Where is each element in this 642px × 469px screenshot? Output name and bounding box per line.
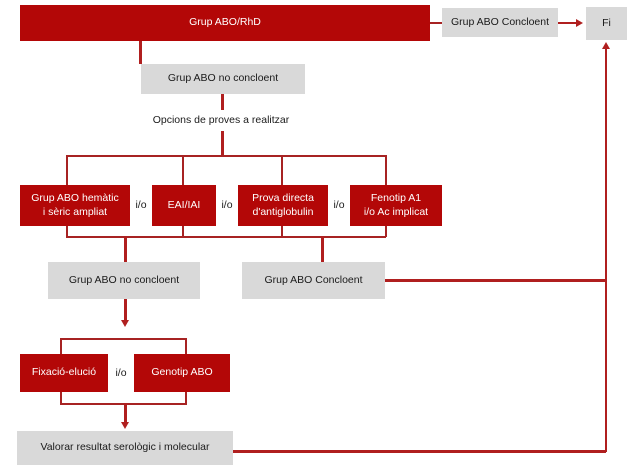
lower-merge-bracket <box>60 403 187 405</box>
label-io-2: i/o <box>221 199 233 211</box>
connector-options-down <box>221 131 224 155</box>
arrow-return-to-end <box>601 42 610 49</box>
connector-conclusive-to-end <box>558 21 577 25</box>
return-line-bottom <box>233 450 606 453</box>
lower-merge-left <box>60 392 62 404</box>
lower-merge-right <box>185 392 187 404</box>
node-prova-directa-antiglobulin[interactable]: Prova directa d'antiglobulin <box>238 185 328 226</box>
branch-drop-2 <box>182 155 184 185</box>
merge-rise-3 <box>281 226 283 237</box>
connector-merge-to-inconclusive2 <box>124 236 127 262</box>
lower-bracket-right-drop <box>185 338 187 355</box>
node-grup-abo-rhd[interactable]: Grup ABO/RhD <box>20 5 430 41</box>
branch-drop-3 <box>281 155 283 185</box>
node-genotip-abo[interactable]: Genotip ABO <box>134 354 230 392</box>
node-grup-abo-concloent-2[interactable]: Grup ABO Concloent <box>242 262 385 299</box>
connector-title-to-conclusive <box>430 22 442 24</box>
node-valorar-resultat[interactable]: Valorar resultat serològic i molecular <box>17 431 233 465</box>
label-io-3: i/o <box>333 199 345 211</box>
node-fenotip-a1[interactable]: Fenotip A1 i/o Ac implicat <box>350 185 442 226</box>
label-opcions-de-proves: Opcions de proves a realitzar <box>152 114 290 126</box>
node-fixacio-elucio[interactable]: Fixació-elució <box>20 354 108 392</box>
merge-rise-2 <box>182 226 184 237</box>
node-grup-abo-no-concloent-2[interactable]: Grup ABO no concloent <box>48 262 200 299</box>
label-io-1: i/o <box>135 199 147 211</box>
node-grup-abo-hematic[interactable]: Grup ABO hemàtic i sèric ampliat <box>20 185 130 226</box>
return-line-vertical <box>604 48 608 452</box>
connector-title-down <box>139 41 142 64</box>
node-grup-abo-no-concloent-1[interactable]: Grup ABO no concloent <box>141 64 305 94</box>
merge-bracket-bottom <box>66 236 386 238</box>
branch-drop-4 <box>385 155 387 185</box>
lower-bracket-left-drop <box>60 338 62 355</box>
branch-drop-1 <box>66 155 68 185</box>
node-eai-iai[interactable]: EAI/IAI <box>152 185 216 226</box>
arrow-conclusive-to-end <box>576 18 583 27</box>
node-fi[interactable]: Fi <box>586 7 627 40</box>
merge-rise-1 <box>66 226 68 237</box>
connector-inconclusive2-down <box>124 299 127 323</box>
label-io-4: i/o <box>115 367 127 379</box>
merge-rise-4 <box>385 226 387 237</box>
arrow-to-final-eval <box>120 422 129 429</box>
lower-bracket-top <box>60 338 187 340</box>
node-grup-abo-concloent-top[interactable]: Grup ABO Concloent <box>442 8 558 37</box>
connector-merge-to-conclusive2 <box>321 236 324 262</box>
arrow-inconclusive2-down <box>120 320 129 327</box>
connector-inconclusive1-down <box>221 94 224 110</box>
return-line-from-conclusive2 <box>385 279 606 282</box>
branch-bracket-top <box>66 155 386 157</box>
connector-lower-merge-down <box>124 403 127 425</box>
